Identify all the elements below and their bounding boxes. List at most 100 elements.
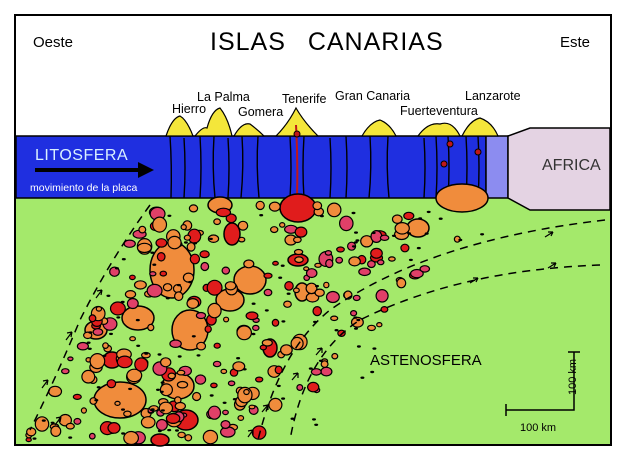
vertical-scale-label: 100 km bbox=[567, 358, 579, 395]
plume-blob bbox=[270, 226, 279, 234]
plume-blob bbox=[294, 256, 304, 264]
plume-speck bbox=[68, 436, 73, 439]
plume-speck bbox=[278, 276, 283, 279]
plume-blob bbox=[243, 259, 255, 269]
plume-speck bbox=[312, 418, 316, 421]
plume-blob bbox=[222, 409, 229, 416]
plume-speck bbox=[160, 409, 165, 412]
plume-blob bbox=[182, 272, 195, 283]
plume-speck bbox=[281, 320, 286, 323]
plume-blob bbox=[350, 310, 358, 317]
plume-blob bbox=[391, 214, 403, 224]
plume-blob bbox=[140, 416, 156, 429]
plume-blob bbox=[80, 407, 88, 414]
plume-blob bbox=[109, 301, 126, 316]
plume-blob bbox=[177, 431, 186, 439]
plume-speck bbox=[209, 394, 214, 397]
plume-blob bbox=[410, 268, 424, 279]
plume-speck bbox=[407, 232, 412, 235]
plume-speck bbox=[236, 357, 241, 360]
plume-speck bbox=[426, 210, 431, 214]
plume-speck bbox=[351, 211, 356, 215]
plume-blob bbox=[255, 376, 264, 383]
plume-blob bbox=[206, 279, 223, 296]
plume-blob bbox=[155, 418, 168, 431]
plume-speck bbox=[424, 232, 429, 235]
plume-speck bbox=[318, 359, 323, 362]
plume-blob bbox=[375, 288, 389, 303]
plume-blob bbox=[220, 420, 231, 430]
plume-blob bbox=[124, 289, 137, 299]
plume-speck bbox=[276, 384, 281, 388]
plume-blob bbox=[149, 271, 157, 277]
plume-blob bbox=[159, 357, 172, 368]
plume-blob bbox=[48, 385, 63, 398]
plume-blob bbox=[320, 366, 333, 377]
plume-blob bbox=[263, 272, 273, 279]
plume-blob bbox=[279, 221, 286, 228]
plume-speck bbox=[416, 246, 421, 250]
plume-blob bbox=[176, 369, 186, 376]
plume-blob bbox=[210, 382, 218, 389]
plume-blob bbox=[34, 416, 50, 432]
plume-blob bbox=[336, 246, 345, 253]
plume-blob bbox=[126, 368, 143, 383]
diagram-title: ISLAS CANARIAS bbox=[210, 28, 444, 56]
plume-blob bbox=[380, 306, 389, 313]
plume-blob bbox=[67, 356, 74, 362]
island-label-la-palma: La Palma bbox=[197, 90, 250, 104]
plume-blob bbox=[167, 235, 182, 250]
plume-speck bbox=[259, 214, 264, 217]
plume-speck bbox=[353, 241, 358, 244]
plume-blob bbox=[305, 268, 318, 279]
plume-blob bbox=[102, 342, 109, 350]
plume-blob bbox=[183, 234, 192, 241]
plume-blob bbox=[224, 281, 237, 291]
plume-blob bbox=[303, 266, 310, 272]
conduit-magma-drops bbox=[293, 130, 482, 168]
plume-blob bbox=[88, 432, 96, 440]
plume-blob bbox=[146, 283, 163, 298]
plume-blob bbox=[331, 352, 339, 360]
plume-speck bbox=[308, 367, 313, 370]
plume-speck bbox=[193, 242, 198, 245]
plume-blob bbox=[180, 224, 187, 231]
plume-blob bbox=[280, 344, 293, 356]
african-continent bbox=[507, 127, 611, 211]
africa-label: AFRICA bbox=[542, 157, 601, 174]
plume-blob bbox=[263, 288, 273, 297]
plume-blob bbox=[283, 300, 292, 308]
plume-speck bbox=[120, 300, 125, 304]
plume-blob bbox=[192, 391, 202, 402]
plume-blob bbox=[268, 397, 283, 412]
asthenosphere-label: ASTENOSFERA bbox=[370, 352, 482, 369]
plume-speck bbox=[86, 341, 91, 344]
plume-blob bbox=[186, 242, 196, 252]
plume-blob bbox=[194, 374, 207, 385]
island-label-lanzarote: Lanzarote bbox=[465, 89, 521, 103]
plume-blob bbox=[195, 311, 207, 320]
plume-blob bbox=[106, 379, 117, 389]
plume-blob bbox=[95, 306, 103, 312]
plume-speck bbox=[208, 237, 213, 241]
plume-blob bbox=[251, 425, 267, 440]
plume-blob bbox=[73, 417, 82, 425]
plume-blob bbox=[50, 425, 62, 437]
scale-bars bbox=[505, 351, 580, 416]
plume-blob bbox=[225, 213, 237, 224]
plume-blob bbox=[169, 339, 182, 349]
plume-speck bbox=[242, 368, 247, 371]
plume-blob bbox=[310, 368, 322, 376]
plume-blob bbox=[271, 318, 280, 327]
plume-speck bbox=[251, 332, 256, 336]
plume-blob bbox=[296, 384, 304, 392]
plume-speck bbox=[150, 408, 155, 411]
mantle-plume bbox=[25, 200, 485, 447]
plume-blob bbox=[159, 270, 168, 277]
plume-blob bbox=[207, 302, 222, 319]
plume-speck bbox=[264, 309, 269, 312]
flow-arrows bbox=[41, 231, 557, 438]
plume-blob bbox=[167, 372, 176, 380]
plume-blob bbox=[227, 380, 236, 387]
plume-speck bbox=[121, 408, 125, 411]
